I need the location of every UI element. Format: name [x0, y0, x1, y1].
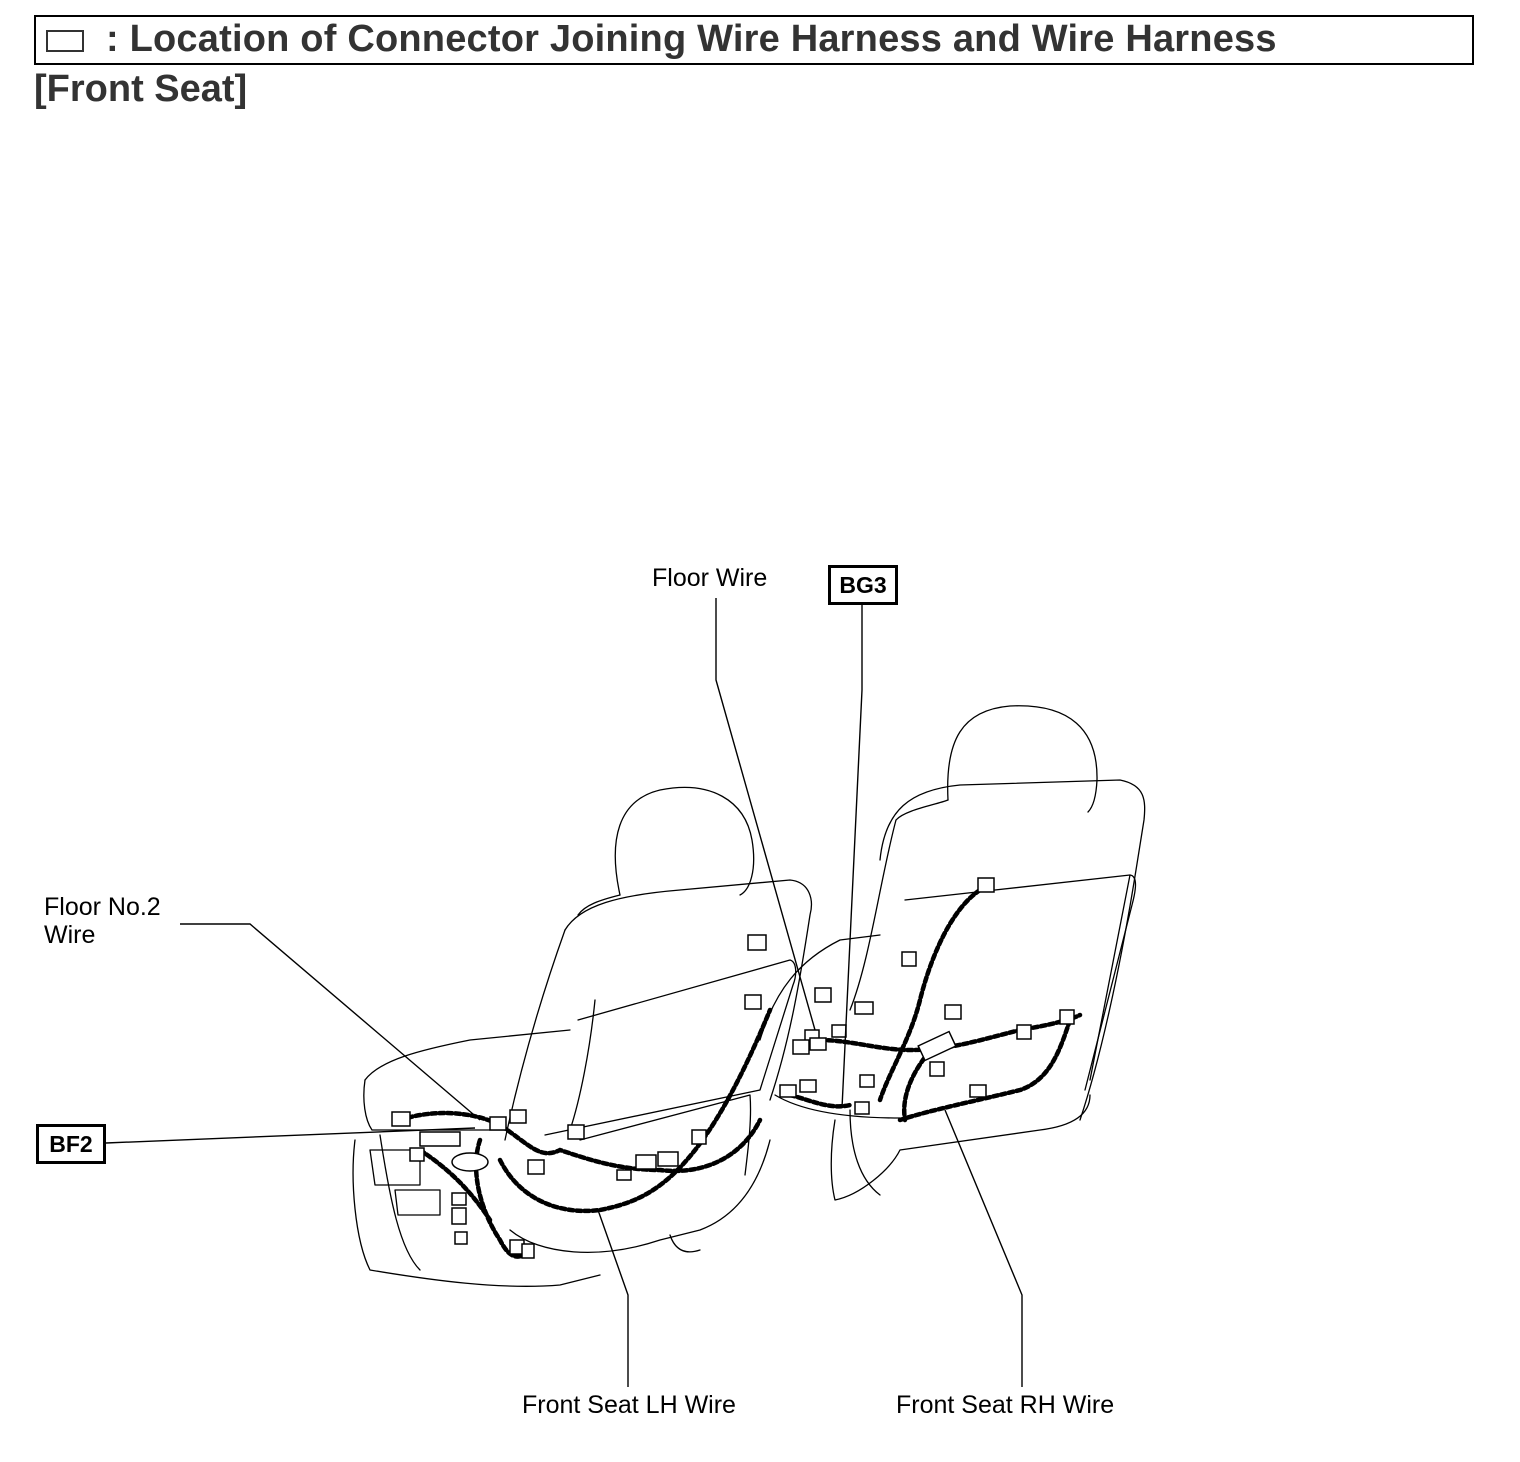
connector-block: [744, 994, 762, 1010]
leader-floor-no2-wire: [180, 923, 481, 1121]
leader-bg3: [841, 603, 863, 1109]
connector-block: [409, 1147, 425, 1162]
connector-block: [977, 877, 995, 893]
connector-box-icon: [46, 30, 84, 52]
leader-front-seat-lh-wire: [597, 1209, 629, 1387]
connector-block: [969, 1084, 987, 1098]
connector-block: [419, 1131, 461, 1147]
connector-block: [451, 1207, 467, 1225]
leader-bf2: [105, 1127, 476, 1144]
connector-block: [779, 1084, 797, 1098]
lh-seat-outline: [352, 786, 813, 1287]
page-title: : Location of Connector Joining Wire Har…: [106, 18, 1277, 60]
leader-floor-wire: [715, 598, 816, 1031]
connector-block: [657, 1151, 679, 1167]
connector-block: [489, 1116, 507, 1131]
connector-block: [451, 1192, 467, 1206]
connector-block: [809, 1037, 827, 1051]
rh-seat-outline: [759, 705, 1146, 1201]
connector-block: [451, 1152, 489, 1172]
connector-block: [814, 987, 832, 1003]
connector-block: [854, 1101, 870, 1115]
connector-block: [792, 1039, 810, 1055]
connector-block: [901, 951, 917, 967]
connector-block: [747, 934, 767, 951]
front-seat-rh-wire-label: Front Seat RH Wire: [896, 1391, 1115, 1419]
leader-front-seat-rh-wire: [944, 1109, 1023, 1387]
connector-block: [567, 1124, 585, 1140]
connector-block: [391, 1111, 411, 1127]
connector-block: [691, 1129, 707, 1145]
connector-block: [799, 1079, 817, 1093]
connector-block: [1059, 1009, 1075, 1025]
connector-block: [944, 1004, 962, 1020]
connector-block: [616, 1169, 632, 1181]
rh-harness-route: [787, 887, 1083, 1123]
front-seat-lh-wire-label: Front Seat LH Wire: [522, 1391, 736, 1419]
floor-no2-wire-label-line2: Wire: [44, 921, 96, 949]
floor-no2-wire-label-line1: Floor No.2: [44, 893, 161, 921]
lh-harness-route: [397, 1007, 773, 1259]
connector-code-bf2: BF2: [36, 1124, 106, 1164]
section-subtitle: [Front Seat]: [34, 68, 248, 110]
connector-block: [521, 1243, 535, 1259]
title-bar: : Location of Connector Joining Wire Har…: [34, 15, 1474, 65]
connector-code-bg3: BG3: [828, 565, 898, 605]
floor-wire-label: Floor Wire: [652, 564, 768, 592]
connector-block: [831, 1024, 847, 1038]
connector-block: [509, 1109, 527, 1124]
connector-block: [854, 1001, 874, 1015]
connector-block: [527, 1159, 545, 1175]
connector-block: [1016, 1024, 1032, 1040]
connector-block: [859, 1074, 875, 1088]
connector-block: [929, 1061, 945, 1077]
connector-block: [635, 1154, 657, 1170]
connector-block: [454, 1231, 468, 1245]
connector-block: [917, 1030, 957, 1062]
